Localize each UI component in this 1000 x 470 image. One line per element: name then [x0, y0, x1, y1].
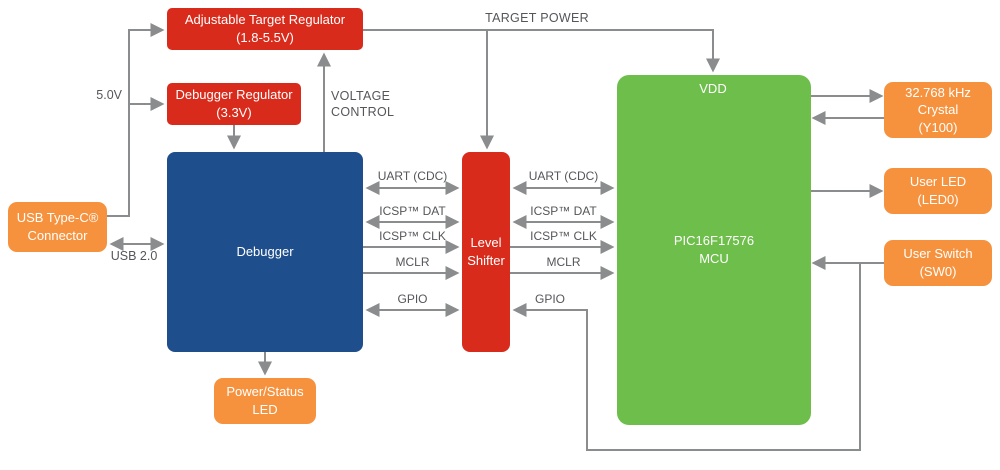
gpio-right-label: GPIO	[534, 292, 565, 306]
wire-gpio-bottom-route	[512, 263, 861, 451]
icsp-clk-right-label: ICSP™ CLK	[530, 229, 597, 243]
uart-cdc-left-label: UART (CDC)	[377, 169, 448, 183]
gpio-left-label: GPIO	[397, 292, 428, 306]
voltage-control-label: VOLTAGE CONTROL	[331, 89, 395, 120]
wire-target-power	[363, 29, 720, 73]
user-switch-block: User Switch (SW0)	[884, 240, 992, 286]
vdd-label: VDD	[699, 81, 727, 96]
5v-label: 5.0V	[96, 88, 122, 102]
debugger-block: Debugger	[167, 152, 363, 352]
mclr-right-label: MCLR	[546, 255, 581, 269]
level-shifter-block: Level Shifter	[462, 152, 510, 352]
icsp-dat-left-label: ICSP™ DAT	[379, 204, 446, 218]
uart-cdc-right-label: UART (CDC)	[528, 169, 599, 183]
wire-5v-main	[107, 23, 165, 217]
power-status-led-block: Power/Status LED	[214, 378, 316, 424]
usb-2-0-label: USB 2.0	[110, 249, 158, 263]
mcu-block: PIC16F17576 MCU	[617, 75, 811, 425]
debugger-regulator-block: Debugger Regulator (3.3V)	[167, 83, 301, 125]
adjustable-target-regulator-block: Adjustable Target Regulator (1.8-5.5V)	[167, 8, 363, 50]
mclr-left-label: MCLR	[395, 255, 430, 269]
crystal-block: 32.768 kHz Crystal (Y100)	[884, 82, 992, 138]
target-power-label: TARGET POWER	[485, 11, 589, 25]
user-led-block: User LED (LED0)	[884, 168, 992, 214]
usb-type-c-connector-block: USB Type-C® Connector	[8, 202, 107, 252]
icsp-clk-left-label: ICSP™ CLK	[379, 229, 446, 243]
icsp-dat-right-label: ICSP™ DAT	[530, 204, 597, 218]
